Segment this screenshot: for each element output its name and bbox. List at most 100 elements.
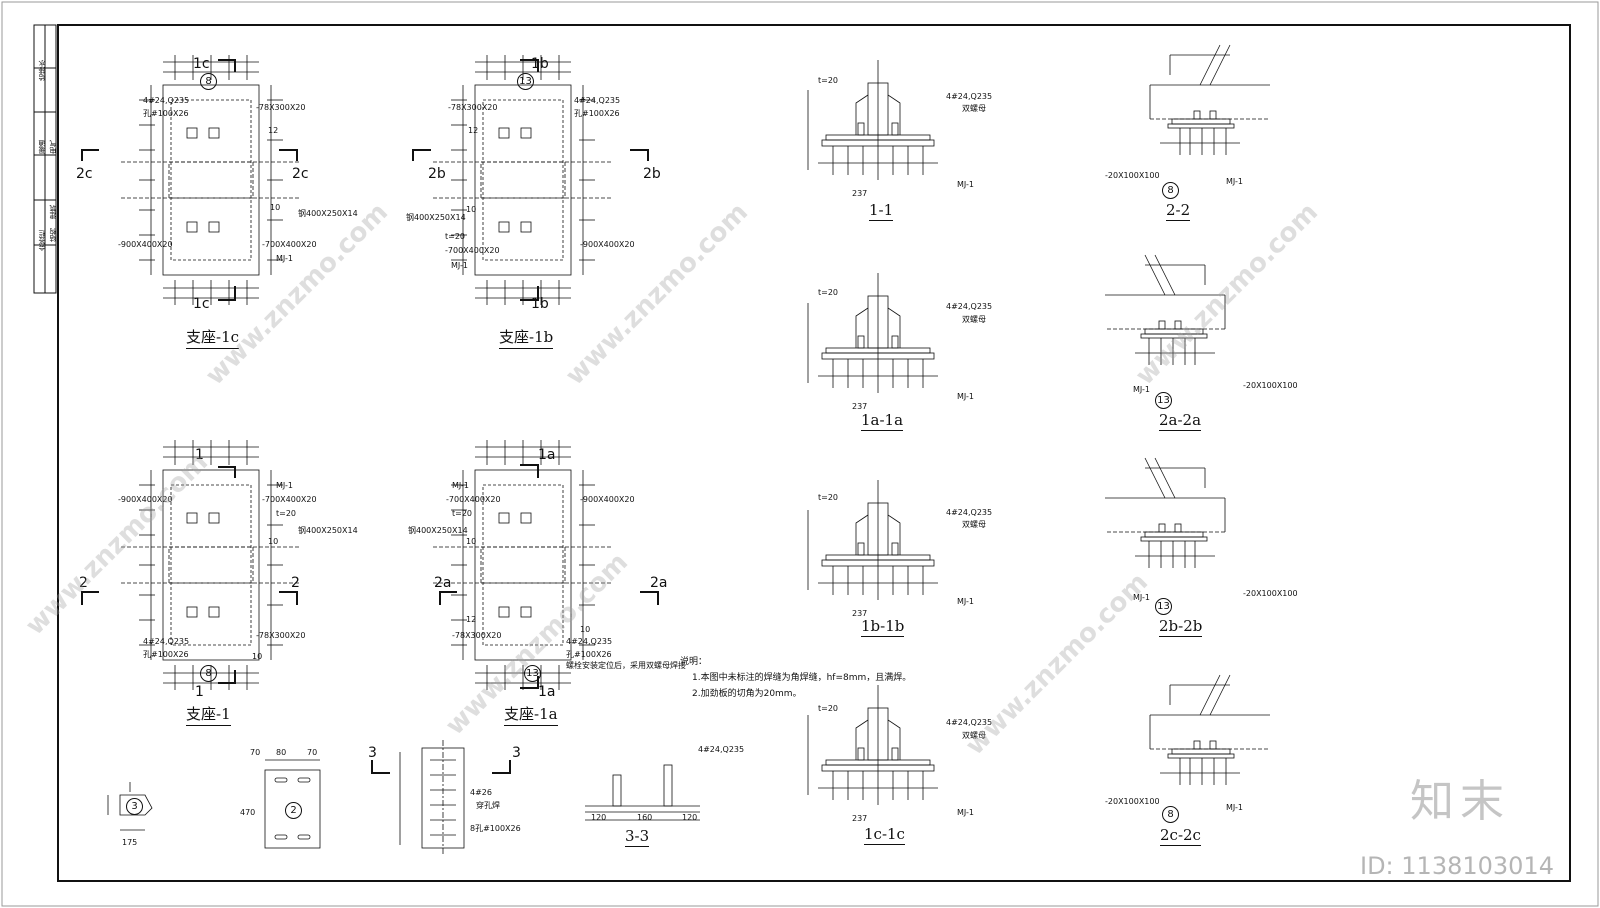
callout-plate4-1c: -78X300X20: [256, 103, 306, 112]
callout-pad-sec2: -20X100X100: [1105, 171, 1160, 180]
callout-mj-sec1a: MJ-1: [957, 392, 974, 401]
dim-470: 470: [240, 808, 256, 817]
notes-heading: 说明：: [680, 657, 708, 667]
callout-plate4-1b: -78X300X20: [448, 103, 498, 112]
callout-bolt-sec1: 4#24,Q235: [946, 92, 993, 101]
callout-w12-1b: 12: [468, 126, 479, 135]
detail-13-2a: 13: [1155, 392, 1172, 409]
title-plan-1: 支座-1: [186, 703, 231, 726]
callout-plate1-1b: -900X400X20: [580, 240, 635, 249]
part-mj-drawing: [399, 740, 465, 856]
mark-2b-right: 2b: [643, 166, 661, 182]
section-2a-2a-drawing: [1104, 254, 1226, 366]
mark-1-bottom: 1: [195, 684, 204, 700]
title-sec-2-2: 2-2: [1166, 201, 1191, 221]
callout-mj-sec2: MJ-1: [1226, 177, 1243, 186]
callout-bolt-long: 4#26: [470, 788, 492, 797]
callout-hole-1c: 孔#100X26: [143, 109, 189, 118]
dim-120b: 120: [682, 813, 698, 822]
callout-plate2-1c: -700X400X20: [262, 240, 317, 249]
callout-w12-1a: 12: [466, 615, 477, 624]
callout-nut-sec1: 双螺母: [962, 104, 986, 113]
dim-80: 80: [276, 748, 287, 757]
mark-2c-right: 2c: [292, 166, 309, 182]
callout-nut-sec1b: 双螺母: [962, 520, 986, 529]
dim-70b: 70: [307, 748, 318, 757]
part-3-marker: 3: [126, 798, 143, 815]
mark-1a-bottom: 1a: [538, 684, 556, 700]
callout-nut-sec1a: 双螺母: [962, 315, 986, 324]
dim-160: 160: [637, 813, 653, 822]
callout-plate4-1: -78X300X20: [256, 631, 306, 640]
mark-2a-right: 2a: [650, 575, 668, 591]
mark-2-left: 2: [79, 575, 88, 591]
callout-bolt-sec1a: 4#24,Q235: [946, 302, 993, 311]
dim-237-sec1a: 237: [852, 402, 868, 411]
callout-w10-1b: 10: [466, 205, 477, 214]
tb-row3: 结构: [49, 228, 57, 242]
callout-beam-1c: 钢400X250X14: [298, 209, 358, 218]
mark-2c-left: 2c: [76, 166, 93, 182]
callout-t-1b: t=20: [445, 232, 466, 241]
callout-plate2-1: -700X400X20: [262, 495, 317, 504]
plan-1c-drawing: [120, 54, 302, 306]
callout-beam-1: 钢400X250X14: [298, 526, 358, 535]
notes-line2: 2.加劲板的切角为20mm。: [692, 689, 802, 699]
callout-bolt-1c: 4#24,Q235: [143, 96, 190, 105]
mark-1b-bottom: 1b: [531, 296, 549, 312]
detail-13-1b: 13: [517, 73, 534, 90]
part-2-marker: 2: [285, 802, 302, 819]
callout-beam-1b: 钢400X250X14: [406, 213, 466, 222]
mark-2b-left: 2b: [428, 166, 446, 182]
callout-hole-long: 8孔#100X26: [470, 824, 521, 833]
dim-175: 175: [122, 838, 138, 847]
callout-bolt-1b: 4#24,Q235: [574, 96, 621, 105]
callout-w12-1c: 12: [268, 126, 279, 135]
section-2c-2c-drawing: [1149, 674, 1271, 786]
callout-plate2-1a: -700X400X20: [446, 495, 501, 504]
mark-1c-bottom: 1c: [193, 296, 210, 312]
detail-8-2c: 8: [1162, 806, 1179, 823]
callout-plate4-1a: -78X300X20: [452, 631, 502, 640]
callout-mj-sec2c: MJ-1: [1226, 803, 1243, 812]
callout-hole-1b: 孔#100X26: [574, 109, 620, 118]
title-sec-1a-1a: 1a-1a: [861, 411, 904, 431]
title-sec-1c-1c: 1c-1c: [864, 825, 905, 845]
callout-mj-1: MJ-1: [276, 481, 293, 490]
callout-w10-1a: 10: [466, 537, 477, 546]
title-plan-1a: 支座-1a: [504, 703, 558, 726]
title-sec-2c-2c: 2c-2c: [1160, 826, 1201, 846]
callout-pad-sec2c: -20X100X100: [1105, 797, 1160, 806]
callout-bolt-1a: 4#24,Q235: [566, 637, 613, 646]
callout-t-1: t=20: [276, 509, 297, 518]
section-2b-2b-drawing: [1104, 457, 1226, 569]
callout-through: 穿孔焊: [476, 801, 500, 810]
tb-row1: 会签栏: [38, 230, 46, 251]
dim-70a: 70: [250, 748, 261, 757]
callout-t-sec1b: t=20: [818, 493, 839, 502]
callout-plate1-1: -900X400X20: [118, 495, 173, 504]
dim-237-sec1c: 237: [852, 814, 868, 823]
callout-mj-sec2a: MJ-1: [1133, 385, 1150, 394]
callout-plate1-1a: -900X400X20: [580, 495, 635, 504]
watermark-id: ID: 1138103014: [1360, 852, 1554, 880]
callout-mj-1b: MJ-1: [451, 261, 468, 270]
callout-hole-1a: 孔#100X26: [566, 650, 612, 659]
dim-237-sec1: 237: [852, 189, 868, 198]
mark-2-right: 2: [291, 575, 300, 591]
mark-1b-top: 1b: [531, 56, 549, 72]
tb-row5: 电气: [49, 140, 57, 154]
callout-t-sec1a: t=20: [818, 288, 839, 297]
detail-13-2b: 13: [1155, 598, 1172, 615]
title-plan-1c: 支座-1c: [186, 326, 240, 349]
part-3-3-drawing: [585, 764, 700, 821]
callout-mj-1c: MJ-1: [276, 254, 293, 263]
callout-w10-1: 10: [268, 537, 279, 546]
mark-1a-top: 1a: [538, 447, 556, 463]
callout-bolt-1: 4#24,Q235: [143, 637, 190, 646]
callout-w10b-1a: 10: [580, 625, 591, 634]
callout-hole-1: 孔#100X26: [143, 650, 189, 659]
callout-mj-sec1c: MJ-1: [957, 808, 974, 817]
dim-237-sec1b: 237: [852, 609, 868, 618]
